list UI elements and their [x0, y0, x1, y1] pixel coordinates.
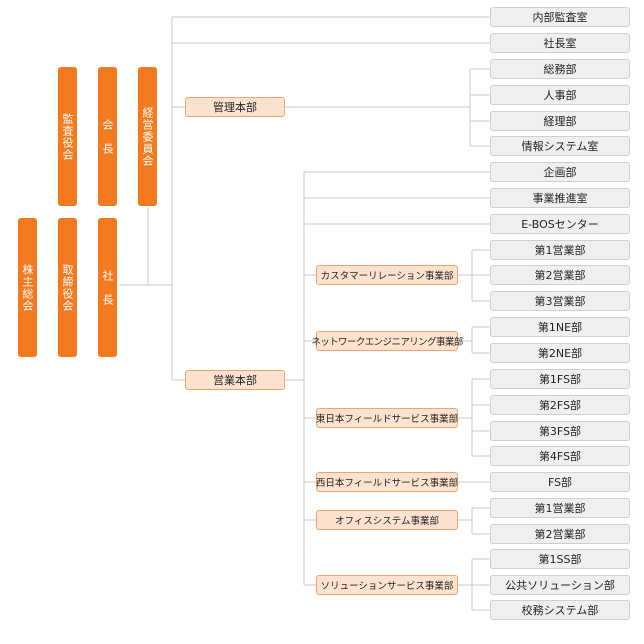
- office-system-unit-box: オフィスシステム事業部: [316, 510, 458, 530]
- administration-division-box: 管理本部: [185, 97, 285, 117]
- leaf-box: 第3FS部: [490, 421, 630, 441]
- chairman-box: 会 長: [98, 67, 117, 206]
- leaf-box: 第1SS部: [490, 549, 630, 569]
- board-of-directors-box: 取締役会: [58, 218, 77, 357]
- leaf-box: 校務システム部: [490, 600, 630, 620]
- planning-dept-box: 企画部: [490, 162, 630, 182]
- president-box: 社 長: [98, 218, 117, 357]
- leaf-box: FS部: [490, 472, 630, 492]
- ebos-center-box: E-BOSセンター: [490, 214, 630, 234]
- info-systems-box: 情報システム室: [490, 136, 630, 156]
- leaf-box: 第2FS部: [490, 395, 630, 415]
- customer-relation-unit-box: カスタマーリレーション事業部: [316, 265, 458, 285]
- solution-service-unit-box: ソリューションサービス事業部: [316, 575, 458, 595]
- accounting-box: 経理部: [490, 111, 630, 131]
- leaf-box: 第2営業部: [490, 524, 630, 544]
- leaf-box: 第1営業部: [490, 240, 630, 260]
- general-affairs-box: 総務部: [490, 59, 630, 79]
- audit-board-box: 監査役会: [58, 67, 77, 206]
- leaf-box: 第2営業部: [490, 265, 630, 285]
- leaf-box: 第2NE部: [490, 343, 630, 363]
- leaf-box: 第1NE部: [490, 317, 630, 337]
- leaf-box: 第4FS部: [490, 446, 630, 466]
- leaf-box: 第3営業部: [490, 291, 630, 311]
- shareholders-meeting-box: 株主総会: [18, 218, 37, 357]
- presidents-office-box: 社長室: [490, 33, 630, 53]
- network-engineering-unit-box: ネットワークエンジニアリング事業部: [311, 331, 463, 351]
- management-committee-box: 経営委員会: [138, 67, 157, 206]
- leaf-box: 公共ソリューション部: [490, 575, 630, 595]
- hr-box: 人事部: [490, 85, 630, 105]
- east-field-service-unit-box: 東日本フィールドサービス事業部: [316, 408, 458, 428]
- leaf-box: 第1FS部: [490, 369, 630, 389]
- leaf-box: 第1営業部: [490, 498, 630, 518]
- internal-audit-office-box: 内部監査室: [490, 7, 630, 27]
- business-promotion-box: 事業推進室: [490, 188, 630, 208]
- west-field-service-unit-box: 西日本フィールドサービス事業部: [316, 472, 458, 492]
- sales-division-box: 営業本部: [185, 370, 285, 390]
